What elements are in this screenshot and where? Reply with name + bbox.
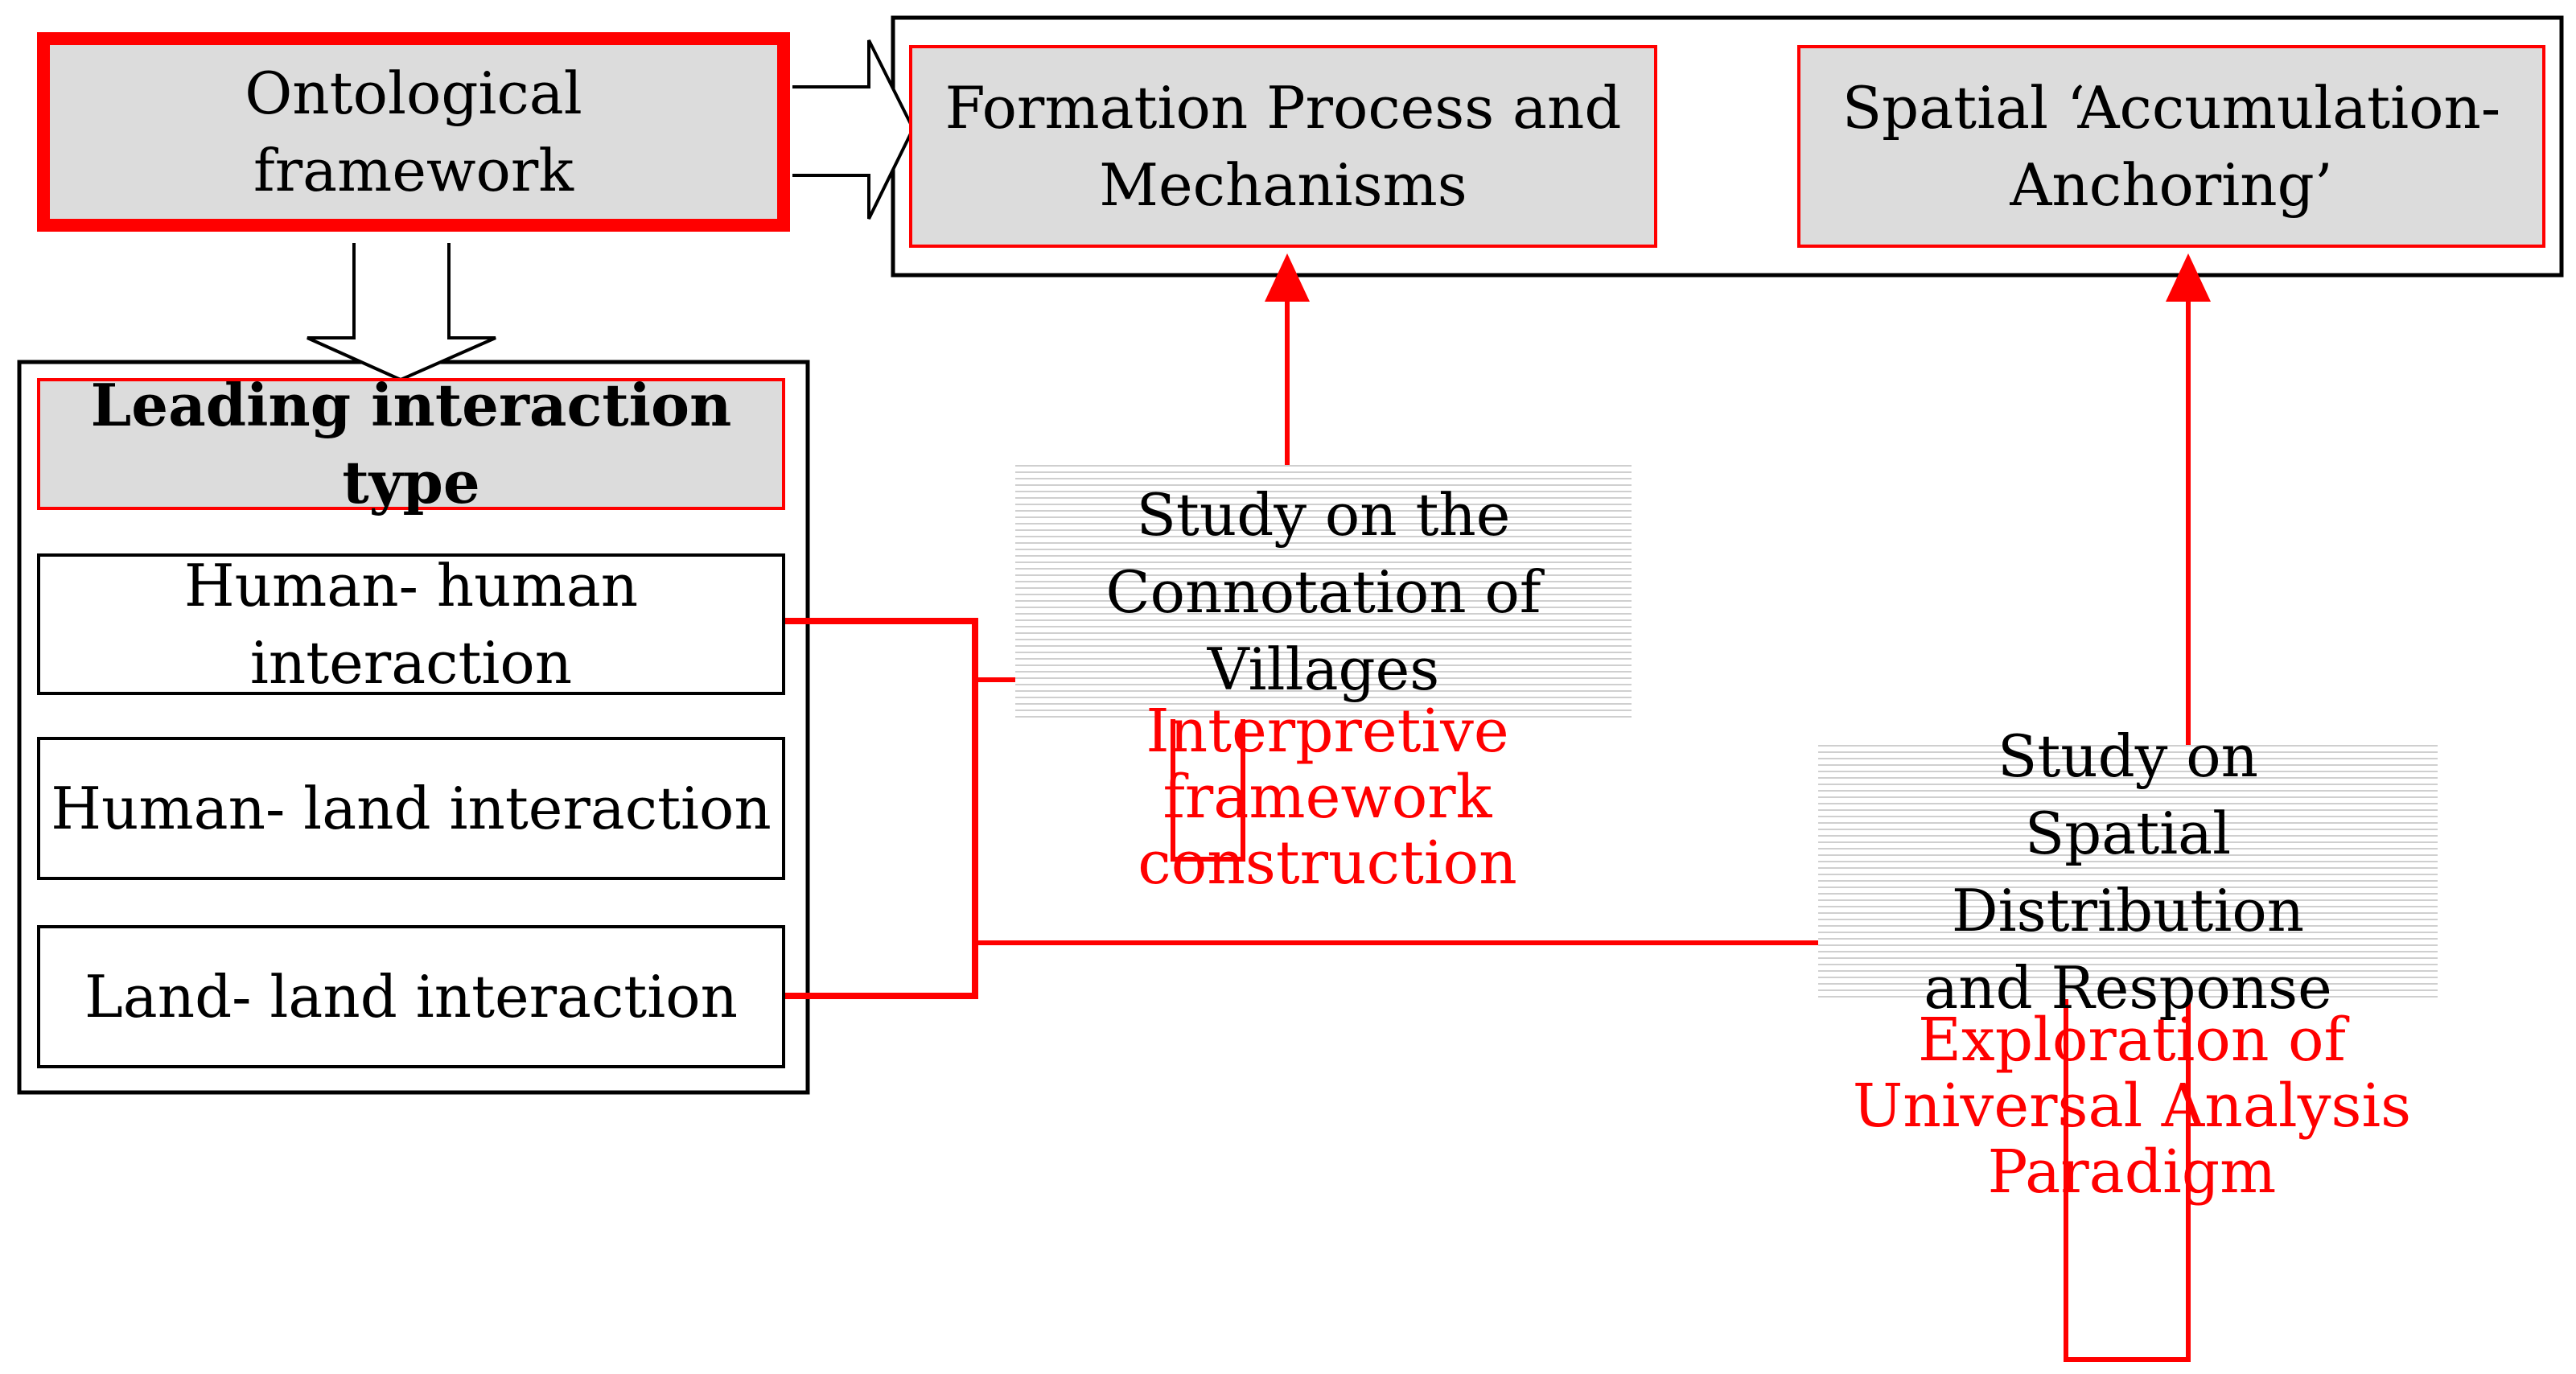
formation-process-box: Formation Process and Mechanisms — [909, 45, 1657, 248]
formation-process-label: Formation Process and Mechanisms — [944, 74, 1622, 219]
human-land-interaction-box: Human- land interaction — [37, 737, 785, 880]
interpretive-framework-annotation: Interpretive framework construction — [1138, 697, 1517, 898]
connotation-study-label: Study on the Connotation of Villages — [1105, 481, 1541, 703]
human-land-interaction-label: Human- land interaction — [51, 775, 772, 842]
human-human-interaction-label: Human- human interaction — [183, 552, 639, 697]
land-land-interaction-label: Land- land interaction — [84, 963, 738, 1030]
arrowhead-up-icon — [2166, 253, 2211, 302]
distribution-study-label: Study on Spatial Distribution and Respon… — [1924, 722, 2332, 1022]
exploration-paradigm-annotation: Exploration of Universal Analysis Paradi… — [1852, 1006, 2412, 1207]
ontological-framework-box: Ontological framework — [37, 32, 790, 232]
leading-interaction-type-label: Leading interaction type — [90, 371, 732, 516]
ontological-framework-label: Ontological framework — [245, 60, 582, 204]
spatial-anchoring-box: Spatial ‘Accumulation-Anchoring’ — [1797, 45, 2545, 248]
down-arrow-icon — [307, 243, 496, 382]
land-land-interaction-box: Land- land interaction — [37, 925, 785, 1068]
human-human-interaction-box: Human- human interaction — [37, 552, 785, 697]
distribution-study-box: Study on Spatial Distribution and Respon… — [1818, 722, 2438, 1022]
leading-interaction-type-box: Leading interaction type — [37, 371, 785, 516]
connotation-study-box: Study on the Connotation of Villages — [1015, 465, 1632, 719]
interaction-bracket — [782, 618, 978, 999]
arrowhead-up-icon — [1265, 253, 1310, 302]
spatial-anchoring-label: Spatial ‘Accumulation-Anchoring’ — [1841, 74, 2501, 219]
